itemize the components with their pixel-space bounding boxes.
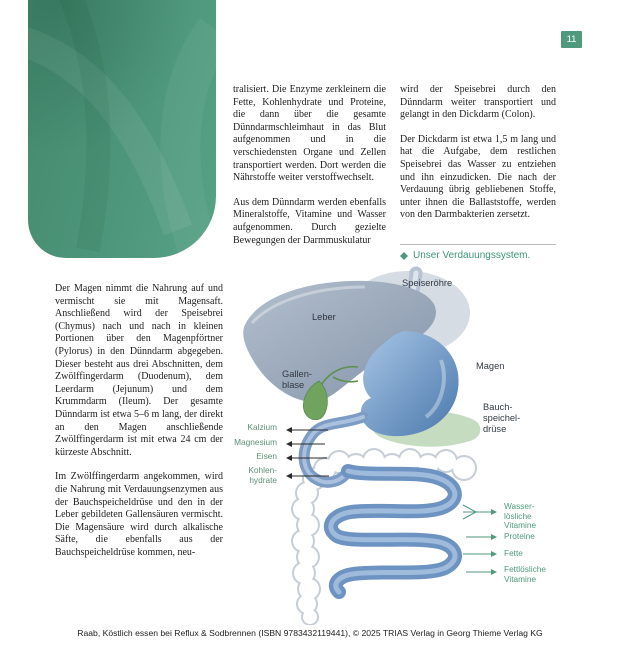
label-magnesium: Magnesium <box>234 437 277 447</box>
label-carbohydrates: Kohlen- hydrate <box>248 465 277 485</box>
leaf-icon <box>400 251 408 260</box>
label-iron: Eisen <box>256 451 277 461</box>
column-middle: tralisiert. Die Enzyme zerkleinern die F… <box>233 84 386 247</box>
duodenum-shape <box>298 411 369 488</box>
liver-shape <box>243 280 436 402</box>
absorption-arrows-left <box>286 427 329 479</box>
footer-credit: Raab, Köstlich essen bei Reflux & Sodbre… <box>77 628 543 638</box>
stomach-shape <box>360 331 459 437</box>
figure-caption: Unser Verdauungssystem. <box>400 250 530 261</box>
column-left: Der Magen nimmt die Nahrung auf und verm… <box>55 283 223 559</box>
leaf-texture <box>28 0 216 257</box>
label-liver: Leber <box>312 312 336 322</box>
paragraph: Aus dem Dünndarm werden ebenfalls Minera… <box>233 196 386 246</box>
page-number: 11 <box>566 34 577 45</box>
absorption-arrows-right <box>462 504 497 575</box>
label-stomach: Magen <box>476 361 505 371</box>
gallbladder-shape <box>303 380 328 421</box>
paragraph: wird der Speisebrei durch den Dünndarm w… <box>400 84 556 121</box>
paragraph: Der Magen nimmt die Nahrung auf und verm… <box>55 283 223 458</box>
label-fats: Fette <box>504 548 523 558</box>
column-right: wird der Speisebrei durch den Dünndarm w… <box>400 84 556 222</box>
label-gallbladder: Gallen- blase <box>282 369 312 390</box>
label-proteins: Proteine <box>504 531 535 541</box>
caption-text: Unser Verdauungssystem. <box>413 250 531 261</box>
label-esophagus: Speiseröhre <box>402 278 453 288</box>
digestive-system-illustration <box>243 266 497 625</box>
label-calcium: Kalzium <box>247 422 277 432</box>
label-fat-soluble-vitamins: Fettlösliche Vitamine <box>504 564 546 584</box>
paragraph: Im Zwölffingerdarm angekommen, wird die … <box>55 471 223 558</box>
small-intestine-shape <box>323 464 462 599</box>
page-number-badge: 11 <box>561 31 582 48</box>
paragraph: tralisiert. Die Enzyme zerkleinern die F… <box>233 84 386 184</box>
label-water-soluble-vitamins: Wasser- lösliche Vitamine <box>504 501 537 531</box>
paragraph: Der Dickdarm ist etwa 1,5 m lang und hat… <box>400 133 556 221</box>
caption-divider <box>400 244 556 245</box>
decorative-leaf-graphic <box>28 0 216 258</box>
label-pancreas: Bauch- speichel- drüse <box>483 402 521 434</box>
bile-duct <box>319 365 359 388</box>
